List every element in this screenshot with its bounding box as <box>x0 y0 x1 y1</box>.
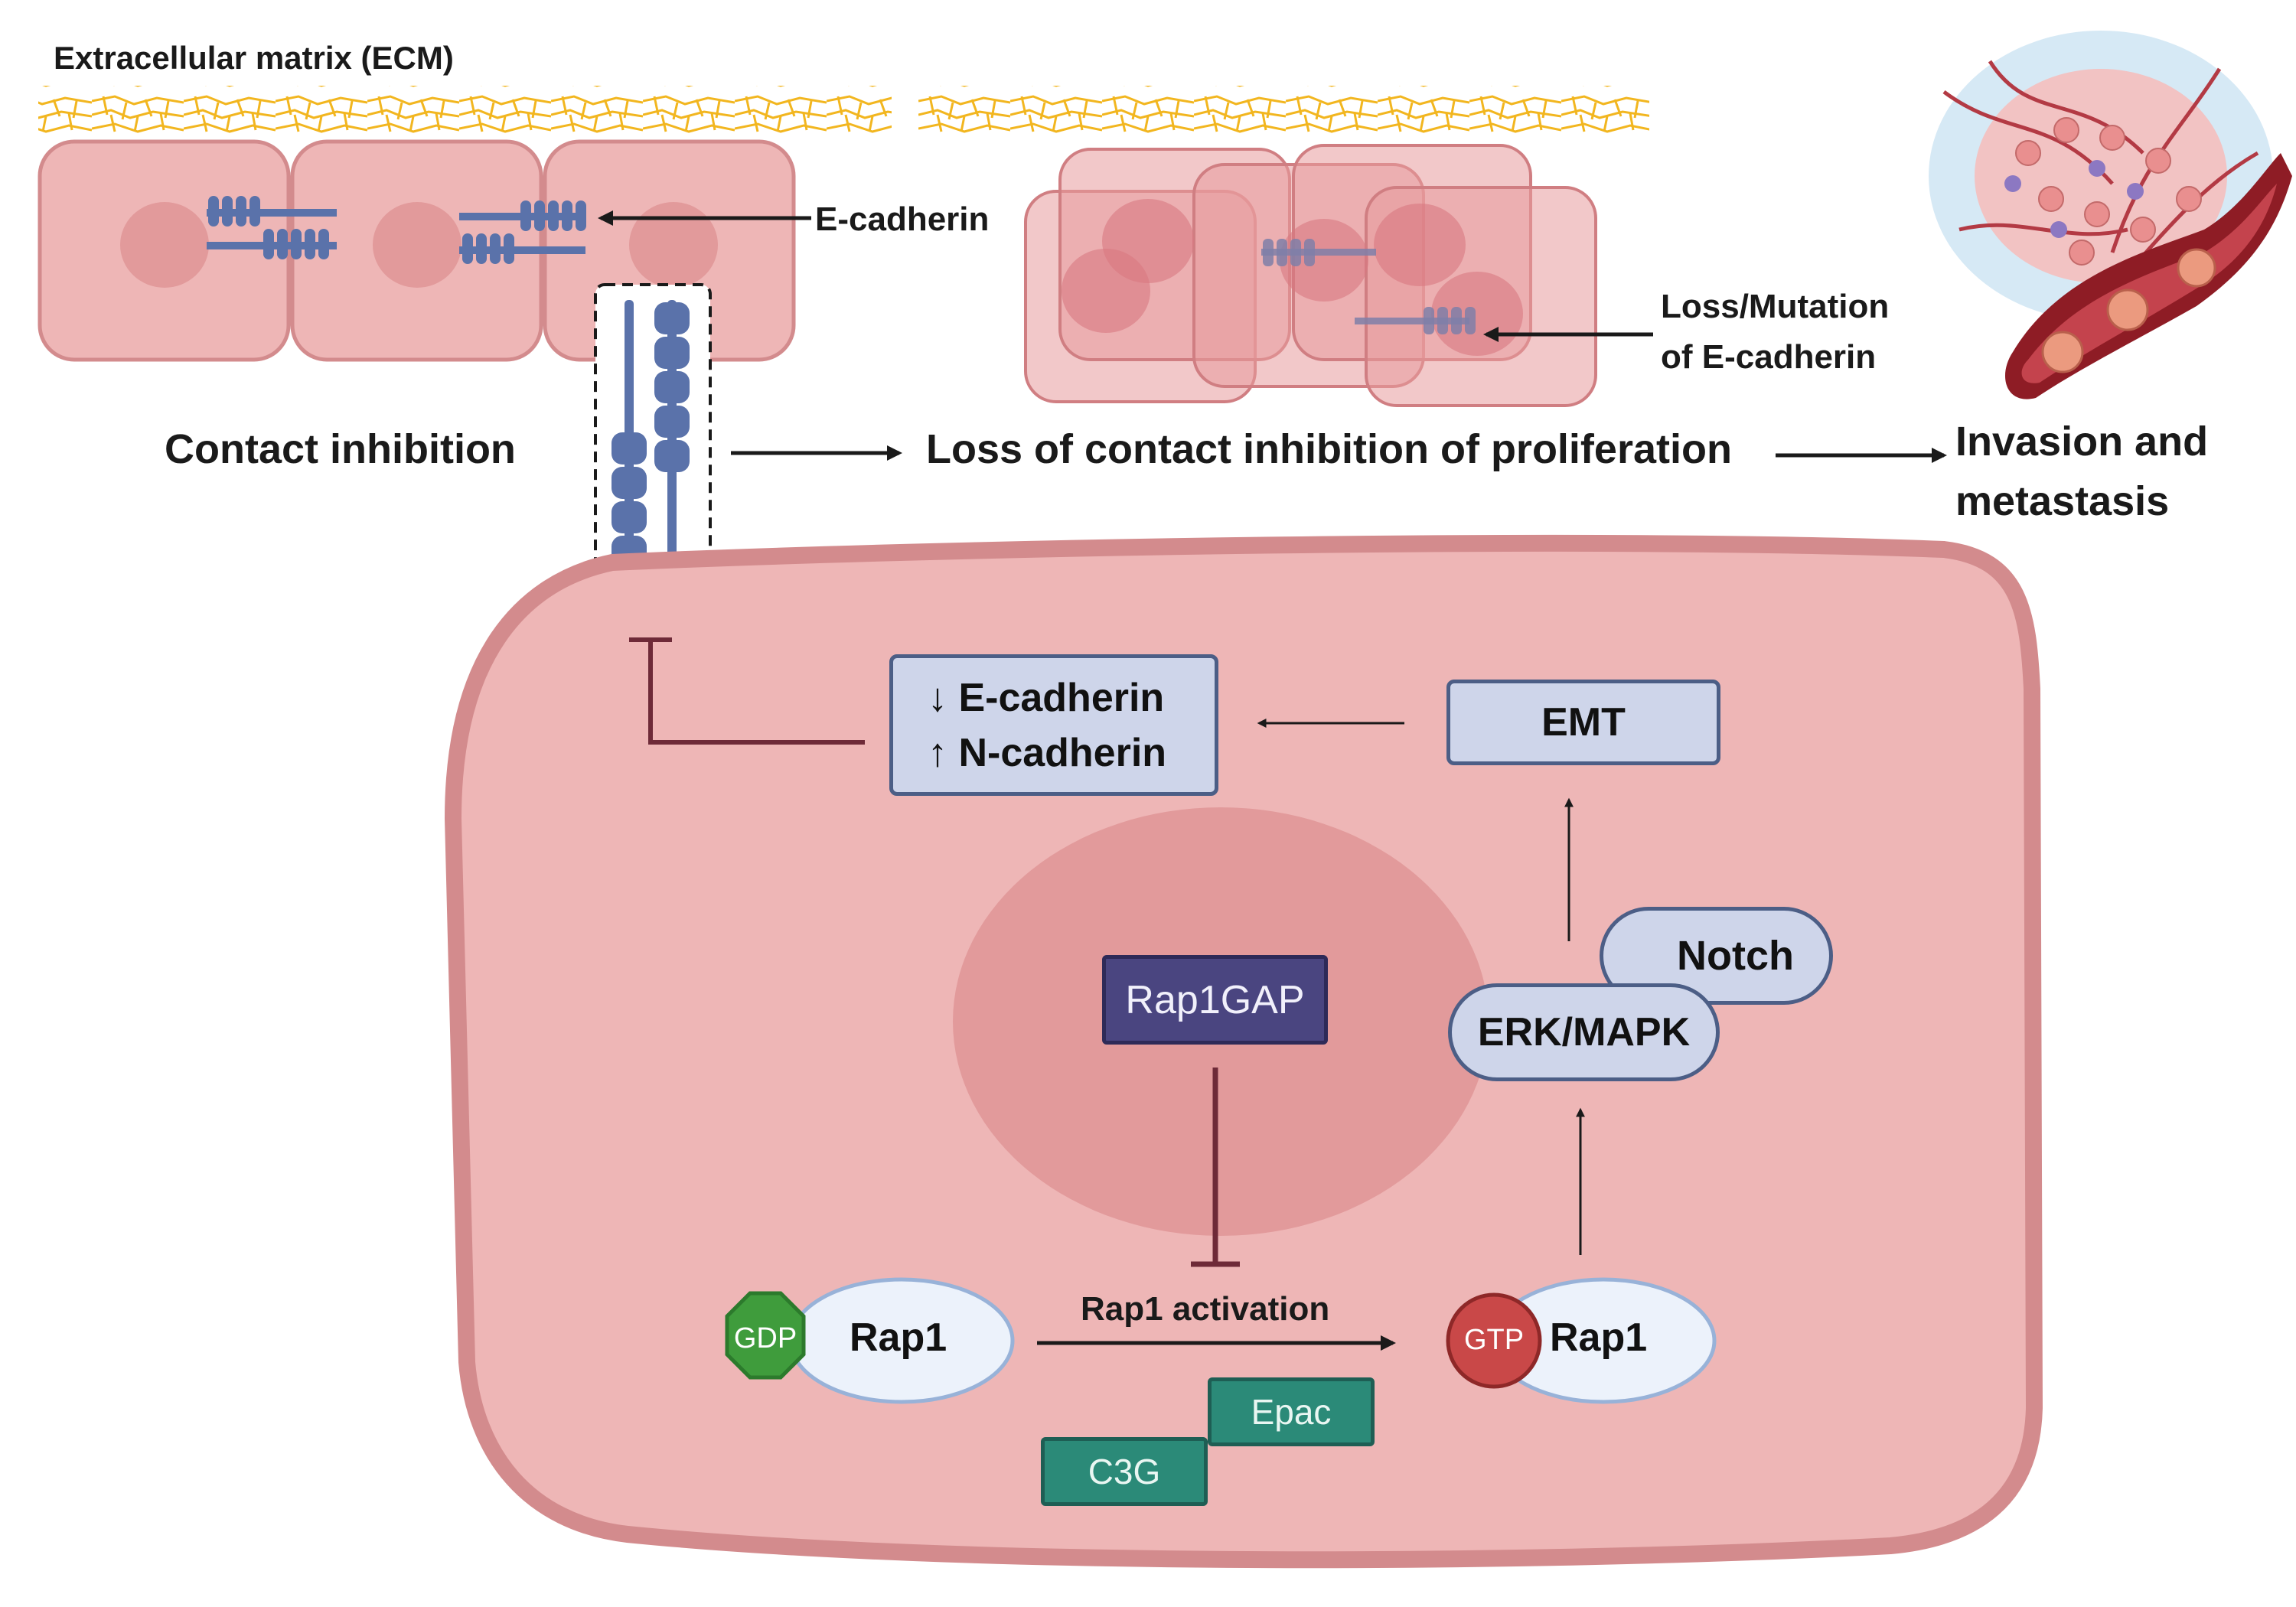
ecm-label: Extracellular matrix (ECM) <box>54 40 454 76</box>
rap1gap-text: Rap1GAP <box>1125 977 1305 1022</box>
loss-mutation-label-line1: Loss/Mutation <box>1661 288 1890 325</box>
invasion-label-line2: metastasis <box>1955 478 2170 524</box>
gdp-label: GDP <box>733 1322 797 1354</box>
erk-mapk-pill: ERK/MAPK <box>1448 983 1720 1081</box>
epac-text: Epac <box>1251 1392 1332 1432</box>
tumor-illustration <box>1929 31 2292 399</box>
notch-pill: Notch <box>1600 907 1833 1005</box>
invasion-label-line1: Invasion and <box>1955 419 2209 464</box>
cadherin-switch-inhibit-line <box>648 641 865 745</box>
c3g-box: C3G <box>1041 1437 1208 1506</box>
gdp-octagon <box>725 1291 806 1380</box>
rap1-active-label: Rap1 <box>1550 1315 1648 1360</box>
cadherin-up-text: ↑ N-cadherin <box>928 730 1167 775</box>
e-cadherin-junctions <box>207 196 586 264</box>
c3g-text: C3G <box>1088 1452 1161 1491</box>
gtp-label: GTP <box>1463 1324 1525 1356</box>
e-cadherin-label: E-cadherin <box>815 200 990 238</box>
rap1-activation-label: Rap1 activation <box>1081 1290 1330 1328</box>
cadherin-switch-box: ↓ E-cadherin ↑ N-cadherin <box>889 654 1218 796</box>
ecm-fibers-left <box>38 86 892 139</box>
rap1gap-box: Rap1GAP <box>1102 955 1328 1045</box>
loss-mutation-label-line2: of E-cadherin <box>1661 338 1877 376</box>
contact-inhibition-label: Contact inhibition <box>165 426 516 472</box>
cadherin-down-text: ↓ E-cadherin <box>928 675 1165 720</box>
gtp-circle <box>1446 1292 1542 1389</box>
emt-text: EMT <box>1541 700 1626 745</box>
ecm-fibers-right <box>918 86 1649 139</box>
erk-mapk-text: ERK/MAPK <box>1477 1010 1691 1054</box>
overlapping-nuclei <box>1062 199 1523 356</box>
mutated-e-cadherin <box>1261 239 1476 334</box>
epac-box: Epac <box>1208 1377 1375 1446</box>
loss-contact-inhibition-label: Loss of contact inhibition of proliferat… <box>926 426 1732 472</box>
rap1-inactive-label: Rap1 <box>850 1315 947 1360</box>
notch-text: Notch <box>1677 933 1794 979</box>
emt-box: EMT <box>1446 680 1720 765</box>
